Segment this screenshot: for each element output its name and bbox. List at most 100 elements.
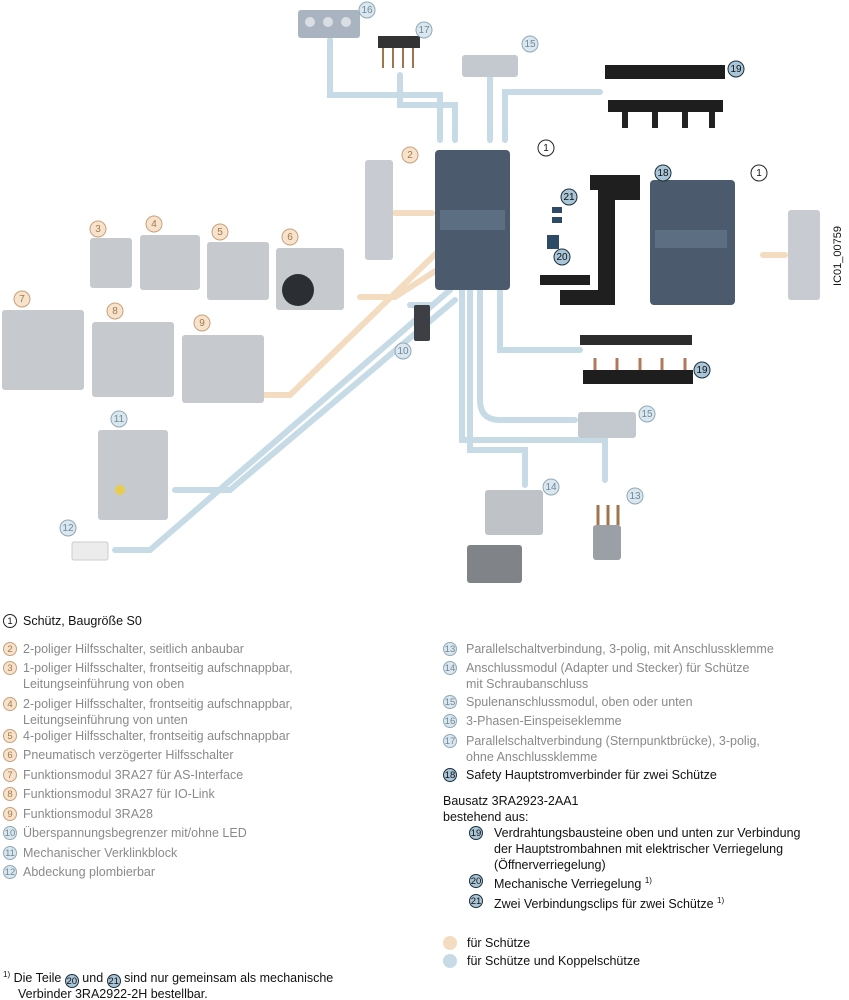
callout-number: 21 [563, 192, 575, 203]
number-badge: 9 [3, 807, 17, 821]
callout-circle [89, 220, 107, 238]
callout-number: 6 [287, 232, 293, 243]
callout-15: 15 [638, 405, 656, 423]
legend-text-line: (Öffnerverriegelung) [494, 858, 606, 872]
callout-circle [553, 248, 571, 266]
image-code: IC01_00759 [832, 226, 844, 286]
component-20-lock [547, 235, 559, 249]
callout-number: 11 [114, 414, 125, 425]
callout-number: 5 [217, 227, 223, 238]
legend-text: 1-poliger Hilfsschalter, frontseitig auf… [23, 660, 293, 692]
component-16-terminal [298, 10, 360, 38]
callout-19: 19 [693, 361, 711, 379]
component-19-top [605, 65, 725, 128]
blue-connection-lines [112, 37, 608, 553]
legend-text: Überspannungsbegrenzer mit/ohne LED [23, 825, 247, 841]
callout-number: 1 [756, 168, 762, 179]
legend-text-line: Mechanischer Verklinkblock [23, 846, 178, 860]
legend-text-line: Verdrahtungsbausteine oben und unten zur… [494, 826, 801, 840]
callout-number: 15 [524, 39, 536, 50]
callout-circle [106, 302, 124, 320]
component-6 [276, 248, 344, 310]
callout-7: 7 [13, 290, 31, 308]
legend-text: Mechanische Verriegelung 1) [494, 873, 652, 892]
callout-number: 3 [95, 224, 101, 235]
line-19-bottom [497, 287, 583, 353]
number-badge: 14 [443, 661, 457, 675]
color-key-text: für Schütze [467, 936, 531, 950]
legend-text-line: Zwei Verbindungsclips für zwei Schütze [494, 897, 714, 912]
callout-20: 20 [553, 248, 571, 266]
component-3 [90, 238, 132, 288]
legend-text: Anschlussmodul (Adapter und Stecker) für… [466, 660, 749, 692]
callout-number: 10 [397, 346, 409, 357]
callout-number: 19 [730, 64, 742, 75]
number-badge: 20 [64, 974, 79, 989]
component-18-connector [540, 175, 640, 305]
callout-number: 20 [556, 252, 568, 263]
callout-circle [394, 342, 412, 360]
component-10 [414, 305, 430, 341]
legend-text: Safety Hauptstromverbinder für zwei Schü… [466, 767, 717, 783]
callout-18: 18 [654, 164, 672, 182]
legend-text: Parallelschaltverbindung (Sternpunktbrüc… [466, 733, 760, 765]
number-badge: 18 [443, 768, 457, 782]
callout-number: 16 [361, 5, 373, 16]
callout-11: 11 [110, 410, 128, 428]
component-5 [207, 242, 269, 300]
line-13 [459, 287, 608, 483]
number-badge: 17 [443, 734, 457, 748]
line-11 [172, 297, 458, 493]
number-badge: 4 [3, 697, 17, 711]
number-badge: 3 [3, 661, 17, 675]
legend-text-line: Funktionsmodul 3RA27 für IO-Link [23, 787, 215, 801]
legend-text-line: Leitungseinführung von unten [23, 713, 188, 727]
legend-text-line: Parallelschaltverbindung (Sternpunktbrüc… [466, 734, 760, 748]
legend-text-line: der Hauptstrombahnen mit elektrischer Ve… [494, 842, 784, 856]
number-badge: 19 [469, 826, 483, 840]
footnote-text: und [82, 971, 104, 986]
legend-text: Parallelschaltverbindung, 3-polig, mit A… [466, 641, 774, 657]
component-15-top [462, 55, 518, 77]
callout-circle [145, 215, 163, 233]
legend-text-line: Funktionsmodul 3RA28 [23, 807, 153, 821]
callout-5: 5 [211, 223, 229, 241]
legend-text: 2-poliger Hilfsschalter, frontseitig auf… [23, 696, 293, 728]
component-19-bottom [580, 335, 693, 384]
callout-circle [521, 35, 539, 53]
callout-number: 1 [543, 143, 549, 154]
legend-text: Spulenanschlussmodul, oben oder unten [466, 694, 693, 710]
component-11 [98, 430, 168, 520]
line-15-bottom [477, 287, 578, 423]
callout-circle [211, 223, 229, 241]
legend-text: 2-poliger Hilfsschalter, seitlich anbaub… [23, 641, 244, 657]
callout-number: 9 [199, 318, 205, 329]
callout-8: 8 [106, 302, 124, 320]
number-badge: 13 [443, 642, 457, 656]
callout-15: 15 [521, 35, 539, 53]
callout-10: 10 [394, 342, 412, 360]
callout-circle [542, 478, 560, 496]
callout-1: 1 [537, 139, 555, 157]
legend-text-line: Abdeckung plombierbar [23, 865, 156, 879]
number-badge: 1 [3, 614, 17, 628]
callout-number: 8 [112, 306, 118, 317]
legend-text-line: 2-poliger Hilfsschalter, frontseitig auf… [23, 697, 293, 711]
callout-9: 9 [193, 314, 211, 332]
component-8 [92, 322, 174, 397]
line-7-9 [262, 232, 458, 398]
callout-number: 2 [407, 150, 413, 161]
callout-circle [59, 519, 77, 537]
legend-text-line: ohne Anschlussklemme [466, 750, 598, 764]
component-9 [182, 335, 264, 403]
line-14 [467, 287, 528, 488]
tan-connection-lines [262, 210, 788, 398]
number-badge: 5 [3, 729, 17, 743]
callout-16: 16 [358, 1, 376, 19]
legend-text-line: Spulenanschlussmodul, oben oder unten [466, 695, 693, 709]
callout-circle [727, 60, 745, 78]
legend-text-line: mit Schraubanschluss [466, 677, 589, 691]
component-13 [593, 505, 621, 560]
